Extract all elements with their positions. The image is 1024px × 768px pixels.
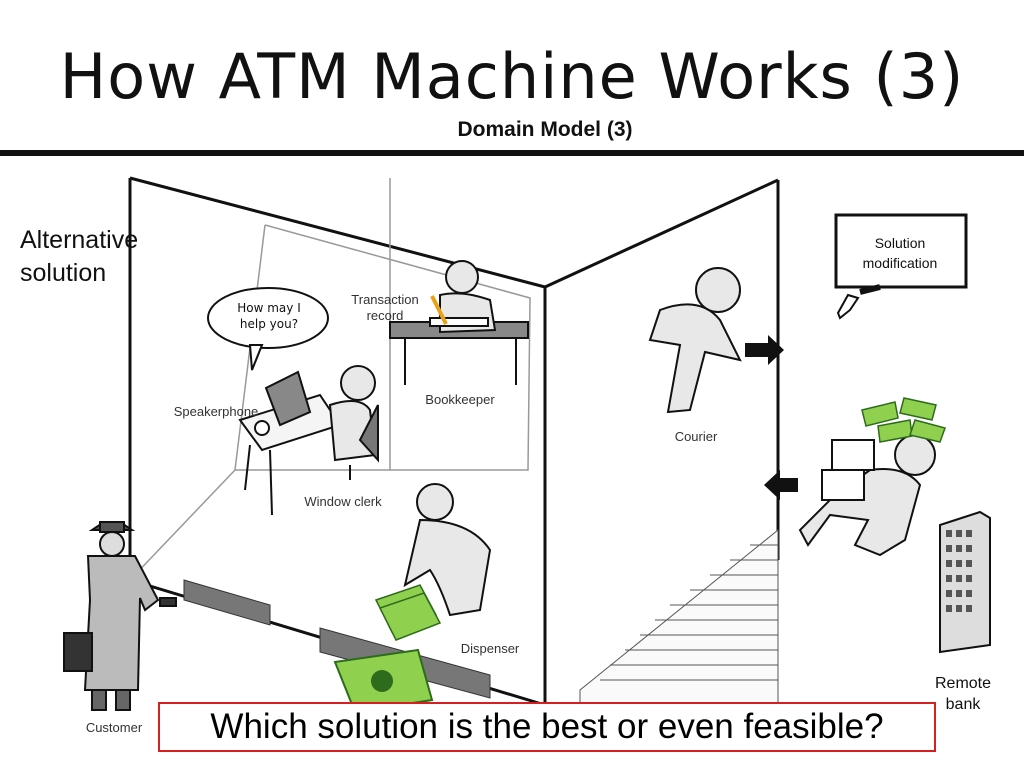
courier-label: Courier xyxy=(674,429,718,444)
glass-partition xyxy=(129,178,531,581)
speech-bubble-text: How may I help you? xyxy=(222,300,316,332)
dispensed-cash-icon xyxy=(333,648,434,714)
bubble-line-2: help you? xyxy=(239,317,299,331)
runner-with-documents-figure xyxy=(798,434,936,557)
slide-title: How ATM Machine Works (3) xyxy=(59,40,965,113)
bookkeeper-label: Bookkeeper xyxy=(425,392,495,407)
window-clerk-label: Window clerk xyxy=(304,494,382,509)
alternative-solution-label: Alternative solution xyxy=(20,224,138,290)
solution-line-2: modification xyxy=(862,255,938,271)
flying-money-icons xyxy=(861,397,946,443)
transaction-line-2: record xyxy=(366,308,404,323)
speakerphone-label: Speakerphone xyxy=(173,404,259,419)
alt-line-1: Alternative xyxy=(20,226,139,254)
remote-bank-label: Remote bank xyxy=(922,673,1004,715)
feasibility-question-callout: Which solution is the best or even feasi… xyxy=(158,702,936,752)
speech-bubble-shape xyxy=(207,287,329,371)
remote-bank-building xyxy=(939,510,991,654)
alt-line-2: solution xyxy=(20,259,107,287)
brick-wall xyxy=(579,528,779,706)
bubble-line-1: How may I xyxy=(237,301,301,315)
dispenser-label: Dispenser xyxy=(460,641,520,656)
title-divider xyxy=(0,150,1024,156)
dispenser-figure xyxy=(403,483,492,617)
cash-stack-icon xyxy=(374,584,442,641)
solution-line-1: Solution xyxy=(874,235,926,251)
pencil-icon xyxy=(430,295,448,325)
remote-line-1: Remote xyxy=(934,675,992,692)
pointing-hand-icon xyxy=(836,293,860,320)
arrow-out-icon xyxy=(745,335,784,365)
transaction-record-label: Transaction record xyxy=(340,292,430,324)
sign-board xyxy=(834,213,968,295)
card-slot xyxy=(183,579,271,626)
bookkeeper-figure xyxy=(389,260,529,385)
courier-figure xyxy=(648,267,742,414)
remote-line-2: bank xyxy=(945,696,981,713)
slide-subtitle: Domain Model (3) xyxy=(457,118,633,141)
window-clerk-figure xyxy=(238,365,379,516)
customer-label: Customer xyxy=(85,720,143,735)
arrow-in-icon xyxy=(764,470,798,500)
transaction-line-1: Transaction xyxy=(351,292,419,307)
customer-figure xyxy=(63,521,177,711)
solution-modification-label: Solution modification xyxy=(838,233,962,273)
